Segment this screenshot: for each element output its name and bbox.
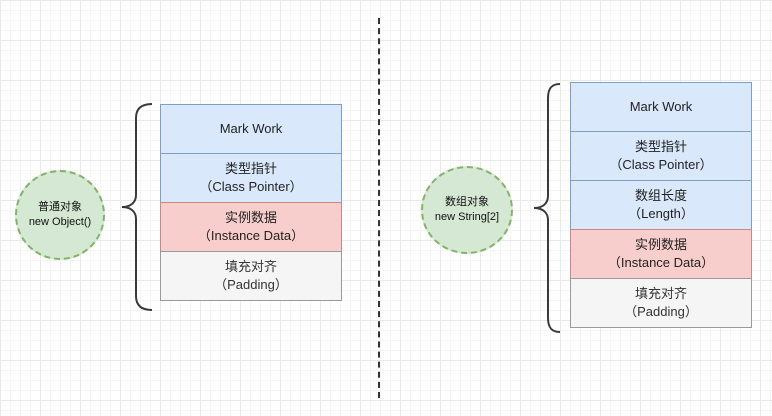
array-padding-label-cn: 填充对齐 <box>634 286 687 301</box>
mark-word-box: Mark Work <box>160 104 342 154</box>
instance-data-label-en: （Instance Data） <box>197 228 305 243</box>
array-length-box: 数组长度 （Length） <box>570 180 752 230</box>
array-object-layout: Mark Work 类型指针 （Class Pointer） 数组长度 （Len… <box>570 82 752 328</box>
array-instance-data-label-en: （Instance Data） <box>607 255 715 270</box>
array-mark-word-label: Mark Work <box>629 99 693 114</box>
padding-label-cn: 填充对齐 <box>224 259 277 274</box>
plain-object-code: new Object() <box>28 216 92 228</box>
array-padding-box: 填充对齐 （Padding） <box>570 278 752 328</box>
instance-data-box: 实例数据 （Instance Data） <box>160 202 342 252</box>
instance-data-label-cn: 实例数据 <box>224 210 277 225</box>
array-class-pointer-label-en: （Class Pointer） <box>609 157 713 172</box>
center-divider <box>378 18 380 398</box>
array-padding-label-en: （Padding） <box>624 304 698 319</box>
array-instance-data-label-cn: 实例数据 <box>634 237 687 252</box>
array-length-label-en: （Length） <box>628 206 694 221</box>
class-pointer-label-cn: 类型指针 <box>224 161 277 176</box>
padding-label-en: （Padding） <box>214 277 288 292</box>
class-pointer-box: 类型指针 （Class Pointer） <box>160 153 342 203</box>
class-pointer-label-en: （Class Pointer） <box>199 179 303 194</box>
array-instance-data-box: 实例数据 （Instance Data） <box>570 229 752 279</box>
array-object-node: 数组对象 new String[2] <box>421 166 513 254</box>
array-object-brace <box>533 83 561 333</box>
array-object-code: new String[2] <box>434 211 500 223</box>
array-class-pointer-label-cn: 类型指针 <box>634 139 687 154</box>
plain-object-title: 普通对象 <box>38 201 82 213</box>
array-object-title: 数组对象 <box>445 196 489 208</box>
mark-word-label: Mark Work <box>219 121 283 136</box>
plain-object-layout: Mark Work 类型指针 （Class Pointer） 实例数据 （Ins… <box>160 104 342 301</box>
array-mark-word-box: Mark Work <box>570 82 752 132</box>
array-class-pointer-box: 类型指针 （Class Pointer） <box>570 131 752 181</box>
padding-box: 填充对齐 （Padding） <box>160 251 342 301</box>
array-length-label-cn: 数组长度 <box>634 188 687 203</box>
plain-object-node: 普通对象 new Object() <box>15 170 105 260</box>
plain-object-brace <box>121 103 153 311</box>
